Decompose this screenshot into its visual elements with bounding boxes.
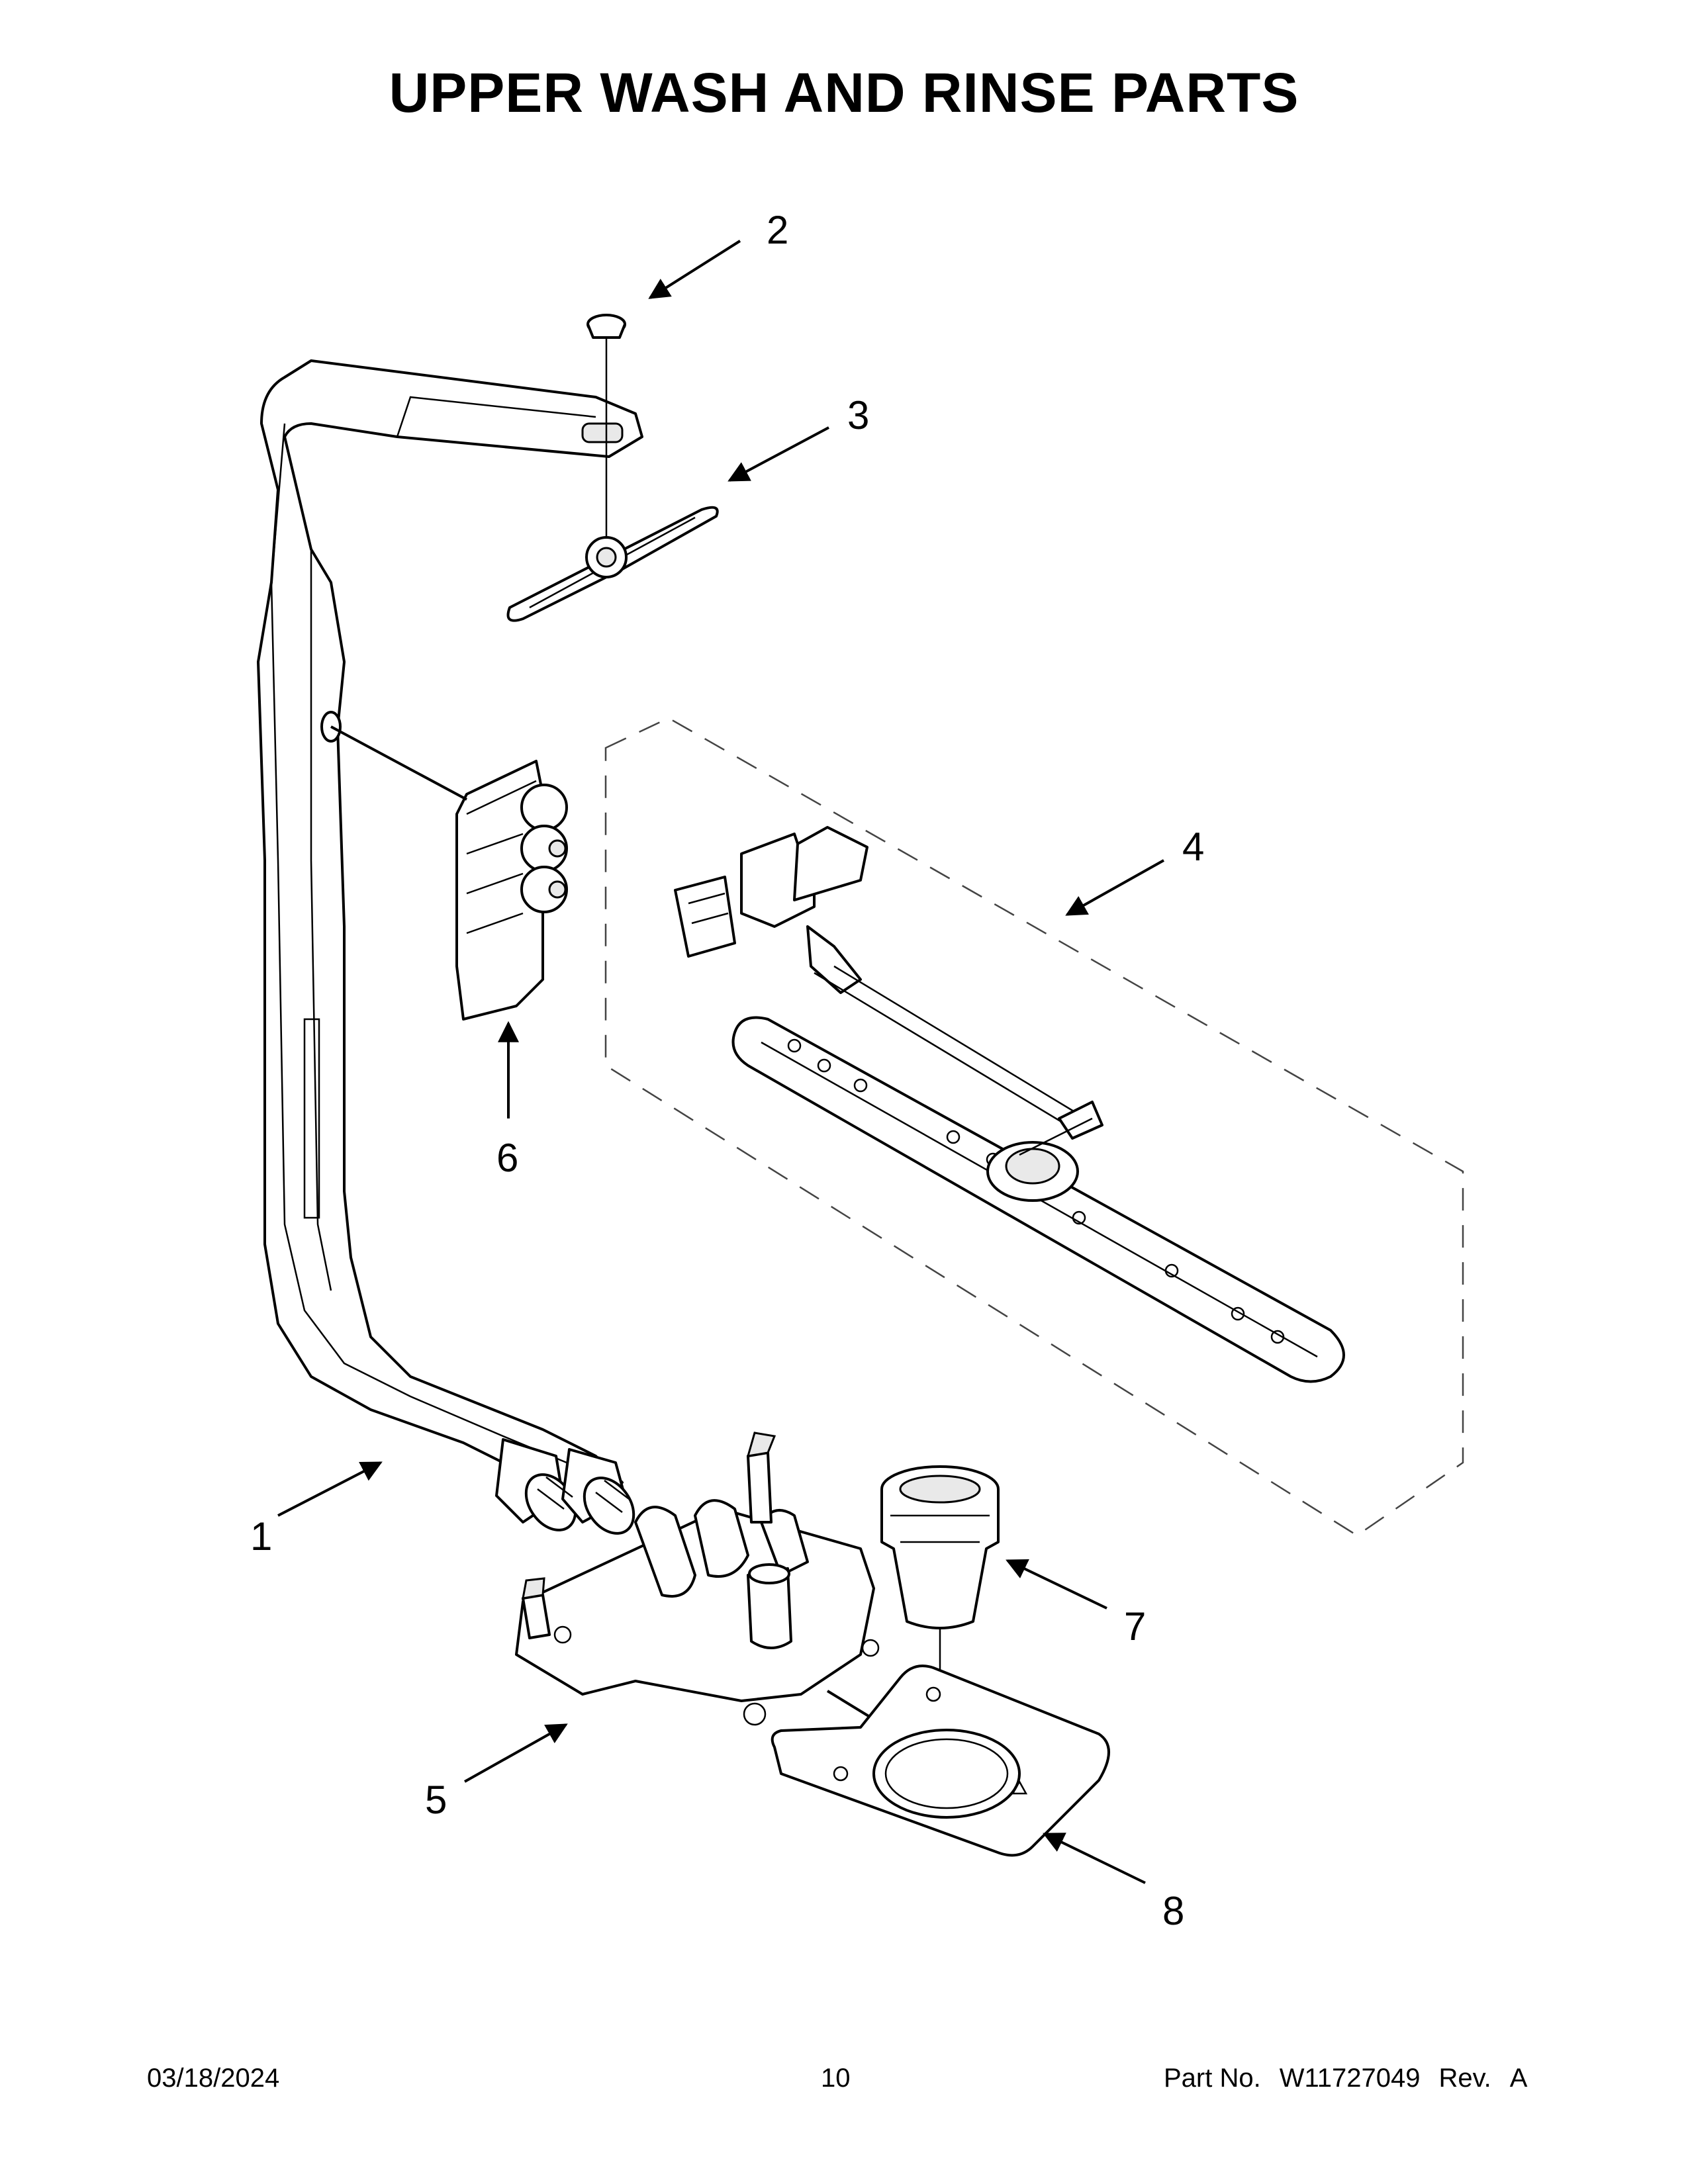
callout-2: 2 xyxy=(767,208,788,252)
leader-1 xyxy=(277,1461,383,1517)
leader-4 xyxy=(1065,859,1164,916)
rev-value: A xyxy=(1509,2064,1528,2093)
footer-page-number: 10 xyxy=(821,2064,851,2093)
part-no-label: Part No. xyxy=(1164,2064,1261,2093)
hose-fittings xyxy=(495,1438,635,1535)
leader-5 xyxy=(464,1723,568,1783)
rev-label: Rev. xyxy=(1438,2064,1491,2093)
part-7-filter xyxy=(880,1465,1000,1790)
callout-leaders xyxy=(277,240,1164,1884)
part-2-cap xyxy=(586,314,626,543)
part-5-manifold xyxy=(515,1432,888,1729)
spray-arm-holes xyxy=(787,1038,1285,1344)
callout-8: 8 xyxy=(1162,1889,1184,1933)
part-8-filter-plate xyxy=(771,1664,1110,1857)
part-1-supply-tube xyxy=(257,359,643,1535)
callout-5: 5 xyxy=(425,1778,447,1822)
part-6-valve-block xyxy=(330,725,568,1021)
part-4-spray-arm-assembly xyxy=(674,826,1345,1383)
leader-3 xyxy=(727,426,829,482)
part-4-group-outline xyxy=(604,717,1464,1537)
leader-7 xyxy=(1006,1559,1107,1610)
footer-date: 03/18/2024 xyxy=(147,2064,280,2093)
leader-8 xyxy=(1043,1833,1146,1884)
callout-4: 4 xyxy=(1182,825,1204,869)
callout-7: 7 xyxy=(1124,1604,1146,1649)
footer-part-info: Part No. W11727049 Rev. A xyxy=(1164,2064,1546,2093)
page-title: UPPER WASH AND RINSE PARTS xyxy=(389,62,1299,124)
callout-6: 6 xyxy=(496,1136,518,1180)
callout-1: 1 xyxy=(250,1514,272,1559)
callout-3: 3 xyxy=(847,393,869,437)
leader-2 xyxy=(648,240,741,299)
part-no-value: W11727049 xyxy=(1279,2064,1421,2093)
callout-numbers: 1 2 3 4 5 6 7 8 xyxy=(250,208,1204,1933)
part-3-upper-spray-arm xyxy=(506,506,719,622)
